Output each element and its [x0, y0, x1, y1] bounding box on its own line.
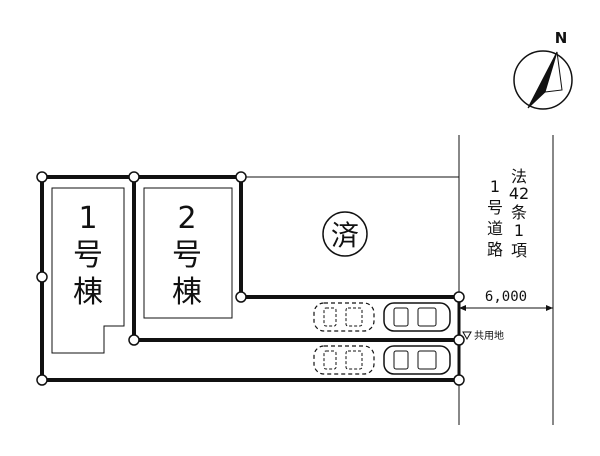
- building-2-footprint: [143, 187, 233, 319]
- road-label-left-2: 号: [487, 198, 503, 217]
- road-label-right-1: 法: [511, 167, 527, 186]
- road-label-right-5: 項: [511, 241, 527, 260]
- parking-row-2: [313, 345, 451, 375]
- building-2-label-line-2: 号: [172, 238, 202, 273]
- building-1-label-line-2: 号: [73, 238, 103, 273]
- boundary-nodes: [36, 171, 465, 386]
- road-label-left-3: 道: [487, 219, 503, 238]
- north-label: N: [555, 29, 568, 47]
- car-icon: [383, 302, 451, 332]
- building-1-label-line-1: 1: [78, 201, 97, 236]
- sold-mark: 済: [322, 211, 368, 257]
- shared-area: 共用地: [462, 329, 504, 342]
- sold-mark-text: 済: [331, 219, 359, 252]
- parking-row-1: [313, 302, 451, 332]
- road-label-left-4: 路: [487, 240, 503, 259]
- road-label-right-4: 1: [514, 221, 524, 240]
- shared-area-label: 共用地: [474, 329, 504, 342]
- road-label: 法 42 条 1 項 1 号 道 路: [487, 167, 529, 260]
- road-label-right-3: 条: [511, 203, 527, 222]
- building-1-label-line-3: 棟: [73, 275, 103, 310]
- triangle-marker-icon: [462, 331, 472, 341]
- lot-boundaries: [40, 175, 461, 382]
- road-label-left-1: 1: [490, 177, 500, 196]
- car-icon: [313, 302, 375, 332]
- car-icon: [383, 345, 451, 375]
- building-2-label-line-1: 2: [177, 201, 196, 236]
- road-width-dimension: 6,000: [459, 289, 553, 311]
- road-label-right-2: 42: [509, 184, 529, 203]
- building-1-footprint: [51, 187, 125, 354]
- building-2-label-line-3: 棟: [172, 275, 202, 310]
- north-arrow-icon: N: [513, 29, 573, 110]
- car-icon: [313, 345, 375, 375]
- road-width-label: 6,000: [485, 289, 527, 305]
